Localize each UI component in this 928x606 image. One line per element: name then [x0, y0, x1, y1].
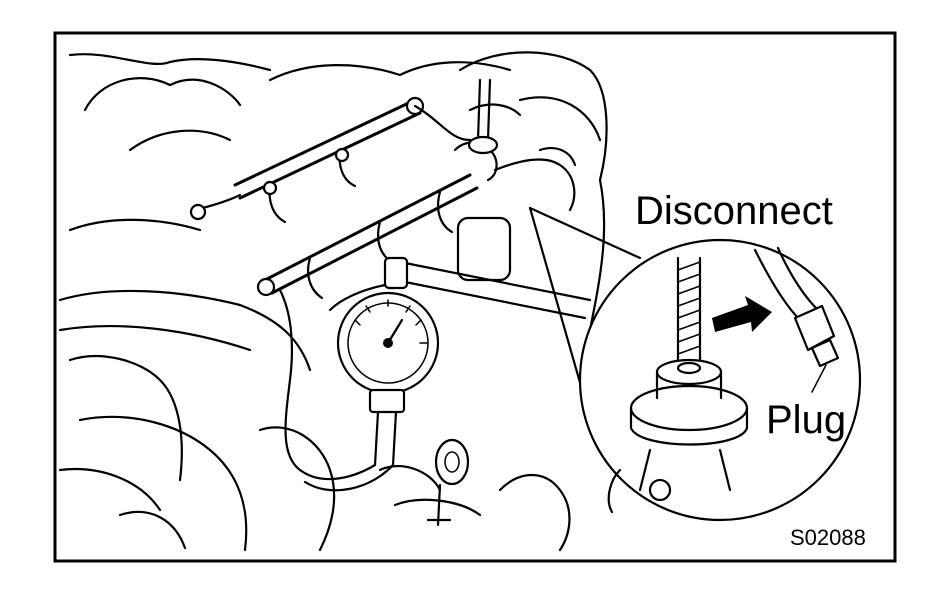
- fuel-rail-rear: [189, 96, 472, 224]
- ground-terminal: [426, 438, 470, 527]
- disconnect-label: Disconnect: [635, 189, 833, 233]
- arrow-icon: [712, 296, 772, 332]
- plug-label: Plug: [766, 398, 846, 442]
- figure-code: S02088: [790, 525, 866, 550]
- fuel-rail-front: [256, 173, 479, 300]
- fuel-hose: [328, 256, 592, 320]
- pressure-gauge: [278, 288, 440, 492]
- pressure-regulator: [453, 78, 577, 282]
- magnified-view: [528, 206, 862, 522]
